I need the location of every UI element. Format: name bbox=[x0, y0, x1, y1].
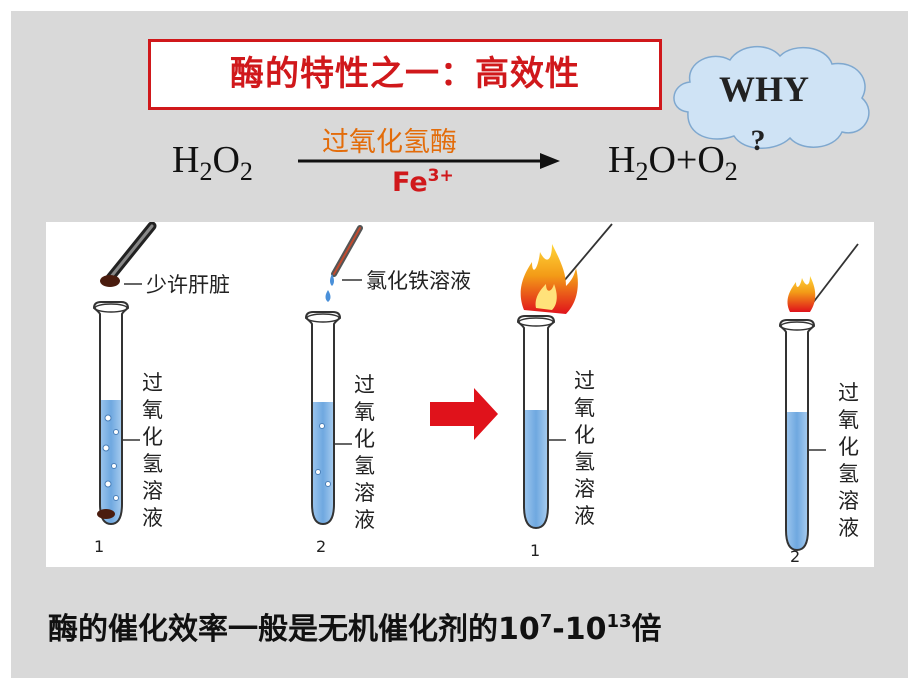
reaction-arrow bbox=[298, 153, 560, 169]
drop-2-icon bbox=[325, 290, 331, 302]
experiment-illustration: 少许肝脏 过 氧 化 氢 溶 bbox=[46, 221, 874, 567]
catalyst-fe: Fe bbox=[392, 167, 428, 198]
svg-text:氢: 氢 bbox=[142, 452, 163, 476]
experiment-svg: 少许肝脏 过 氧 化 氢 溶 bbox=[92, 221, 859, 566]
fecl3-label: 氯化铁溶液 bbox=[366, 269, 471, 293]
tube-number-4: 2 bbox=[790, 547, 800, 566]
reaction-arrow-head bbox=[540, 153, 560, 169]
svg-text:液: 液 bbox=[142, 506, 163, 530]
solution-label-4: 过 氧 化 氢 溶 液 bbox=[838, 381, 859, 540]
liver-label: 少许肝脏 bbox=[146, 273, 230, 297]
reactant-sub-2: 2 bbox=[239, 157, 253, 186]
catalyst-inorganic-label: Fe3+ bbox=[392, 166, 454, 198]
svg-text:液: 液 bbox=[838, 516, 859, 540]
reactant-sub-1: 2 bbox=[199, 157, 213, 186]
svg-text:化: 化 bbox=[142, 425, 163, 449]
equation-reactant: H2O2 bbox=[172, 140, 253, 192]
conclusion-main: 酶的催化效率一般是无机催化剂的10 bbox=[48, 612, 540, 647]
svg-text:氢: 氢 bbox=[838, 462, 859, 486]
reactant-o: O bbox=[212, 139, 240, 181]
conclusion-suffix: 倍 bbox=[631, 612, 662, 647]
test-tube-2 bbox=[304, 311, 342, 526]
svg-text:氧: 氧 bbox=[142, 398, 163, 422]
tube-number-3: 1 bbox=[530, 541, 540, 560]
svg-text:溶: 溶 bbox=[354, 481, 375, 505]
tube-number-1: 1 bbox=[94, 537, 104, 556]
conclusion-exp-2: 13 bbox=[606, 611, 632, 632]
tube-1-liver-group: 少许肝脏 过 氧 化 氢 溶 bbox=[92, 221, 230, 556]
svg-text:过: 过 bbox=[838, 381, 859, 405]
why-text: WHY bbox=[719, 69, 809, 109]
cloud-shape bbox=[673, 45, 870, 149]
dropper-icon bbox=[331, 225, 363, 277]
svg-text:液: 液 bbox=[354, 508, 375, 532]
question-mark-text: ? bbox=[751, 124, 766, 152]
svg-text:溶: 溶 bbox=[838, 489, 859, 513]
conclusion-text: 酶的催化效率一般是无机催化剂的107-1013倍 bbox=[48, 604, 662, 648]
title-box: 酶的特性之一：高效性 bbox=[148, 39, 662, 110]
splint-2-icon bbox=[811, 243, 859, 305]
test-tube-4 bbox=[778, 319, 816, 552]
svg-text:氢: 氢 bbox=[354, 454, 375, 478]
solution-label-1: 过 氧 化 氢 溶 液 bbox=[142, 371, 163, 530]
tweezers-icon bbox=[105, 221, 157, 283]
small-flame-icon bbox=[787, 276, 816, 312]
catalyst-enzyme-label: 过氧化氢酶 bbox=[322, 127, 457, 158]
svg-text:过: 过 bbox=[574, 369, 595, 393]
svg-text:过: 过 bbox=[142, 371, 163, 395]
tube-1-result-group: 过 氧 化 氢 溶 液 1 bbox=[516, 223, 613, 560]
conclusion-exp-1: 7 bbox=[539, 611, 553, 632]
svg-text:化: 化 bbox=[354, 427, 375, 451]
svg-text:氧: 氧 bbox=[354, 400, 375, 424]
svg-text:化: 化 bbox=[574, 423, 595, 447]
test-tube-1 bbox=[92, 301, 130, 526]
svg-text:氢: 氢 bbox=[574, 450, 595, 474]
liver-piece-icon bbox=[100, 275, 120, 287]
tube-2-result-group: 过 氧 化 氢 溶 液 2 bbox=[778, 243, 859, 566]
svg-text:氧: 氧 bbox=[838, 408, 859, 432]
tube-number-2: 2 bbox=[316, 537, 326, 556]
svg-text:化: 化 bbox=[838, 435, 859, 459]
svg-text:液: 液 bbox=[574, 504, 595, 528]
svg-text:过: 过 bbox=[354, 373, 375, 397]
equation-product: H2O+O2 bbox=[608, 140, 738, 192]
slide-title: 酶的特性之一：高效性 bbox=[230, 54, 580, 94]
tube-2-fecl3-group: 氯化铁溶液 过 氧 化 氢 溶 液 bbox=[304, 225, 471, 556]
product-sub-2: 2 bbox=[724, 157, 738, 186]
svg-text:溶: 溶 bbox=[574, 477, 595, 501]
drop-1-icon bbox=[330, 274, 334, 286]
catalyst-charge: 3+ bbox=[427, 166, 454, 186]
large-flame-icon bbox=[520, 244, 578, 314]
test-tube-3 bbox=[516, 315, 556, 530]
product-sub-1: 2 bbox=[635, 157, 649, 186]
svg-text:氧: 氧 bbox=[574, 396, 595, 420]
reactant-h: H bbox=[172, 139, 200, 181]
liver-in-tube-icon bbox=[97, 509, 115, 519]
splint-1-icon bbox=[557, 223, 613, 289]
thought-cloud: WHY ? bbox=[673, 45, 870, 152]
conclusion-dash: -10 bbox=[552, 612, 607, 647]
solution-label-2: 过 氧 化 氢 溶 液 bbox=[354, 373, 375, 532]
product-rest: O+O bbox=[648, 139, 725, 181]
solution-label-3: 过 氧 化 氢 溶 液 bbox=[574, 369, 595, 528]
svg-text:溶: 溶 bbox=[142, 479, 163, 503]
result-arrow-icon bbox=[430, 388, 498, 440]
product-h: H bbox=[608, 139, 636, 181]
